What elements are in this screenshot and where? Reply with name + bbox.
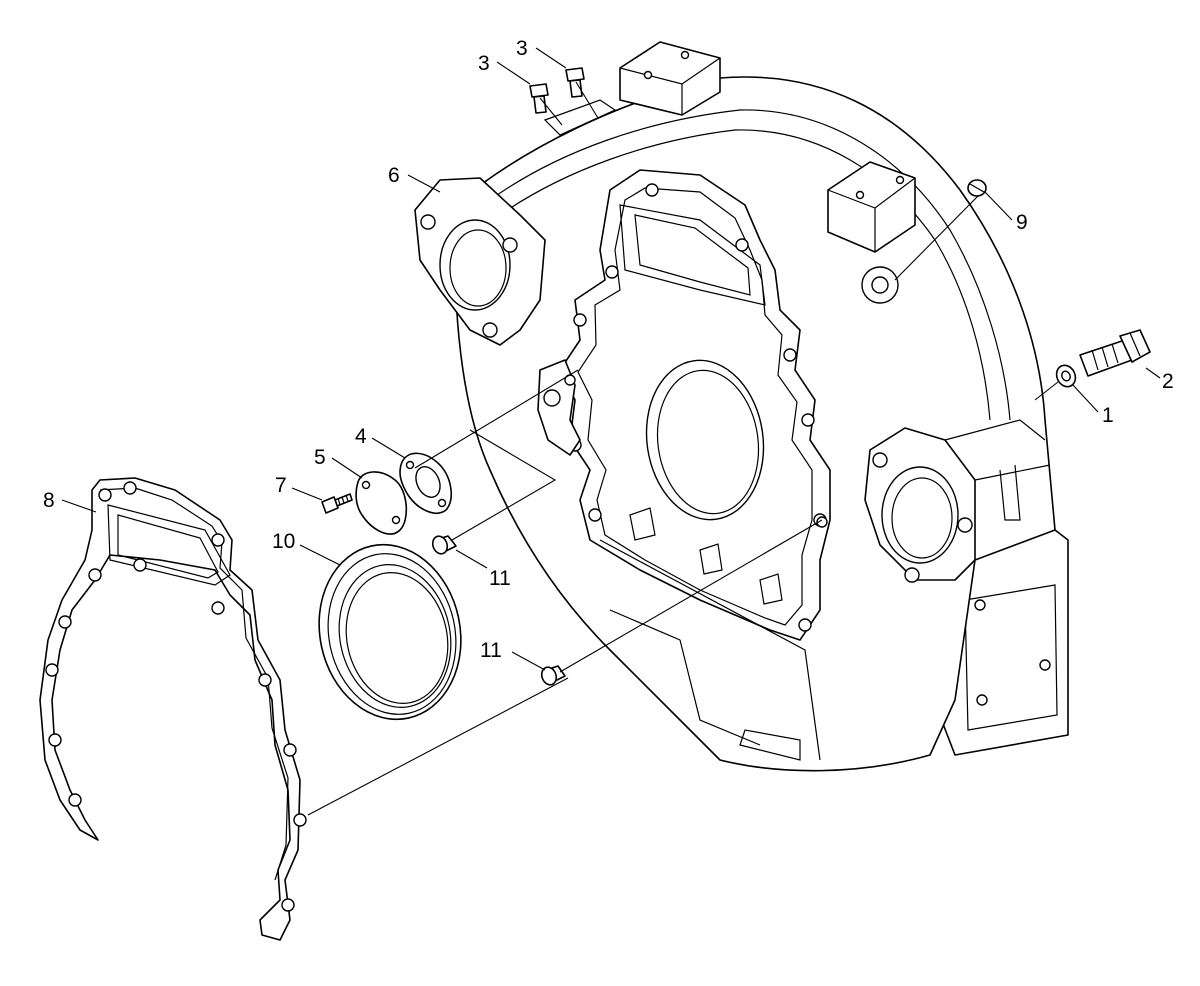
washer-item-1 (1055, 364, 1077, 388)
assembly-lines (307, 81, 1059, 816)
callout-10: 10 (272, 530, 295, 553)
callout-4: 4 (355, 425, 367, 448)
callout-3-right: 3 (516, 37, 528, 60)
bolt-item-3-right (565, 67, 585, 98)
front-gasket-item-8 (39, 477, 307, 941)
callouts: 1 2 3 3 4 5 6 7 8 9 10 11 11 (43, 37, 1174, 671)
callout-1: 1 (1102, 404, 1114, 427)
callout-3-left: 3 (478, 52, 490, 75)
bolt-item-3-left (529, 83, 549, 114)
bolt-item-7 (321, 493, 353, 514)
callout-11-upper: 11 (489, 567, 511, 590)
callout-5: 5 (314, 446, 326, 469)
callout-6: 6 (388, 164, 400, 187)
callout-2: 2 (1162, 370, 1174, 393)
oil-seal-item-10 (318, 543, 462, 721)
dowel-pin-lower-item-11 (540, 665, 566, 686)
callout-7: 7 (275, 474, 287, 497)
plug-item-9 (967, 179, 987, 197)
dowel-pin-upper-item-11 (431, 535, 457, 555)
callout-8: 8 (43, 489, 55, 512)
cover-plate-item-5 (355, 471, 408, 535)
callout-11-lower: 11 (480, 639, 502, 662)
callout-9: 9 (1016, 211, 1028, 234)
hex-bolt-item-2 (1079, 329, 1151, 377)
cover-gasket-item-4 (399, 452, 453, 514)
flywheel-housing (414, 41, 1069, 772)
